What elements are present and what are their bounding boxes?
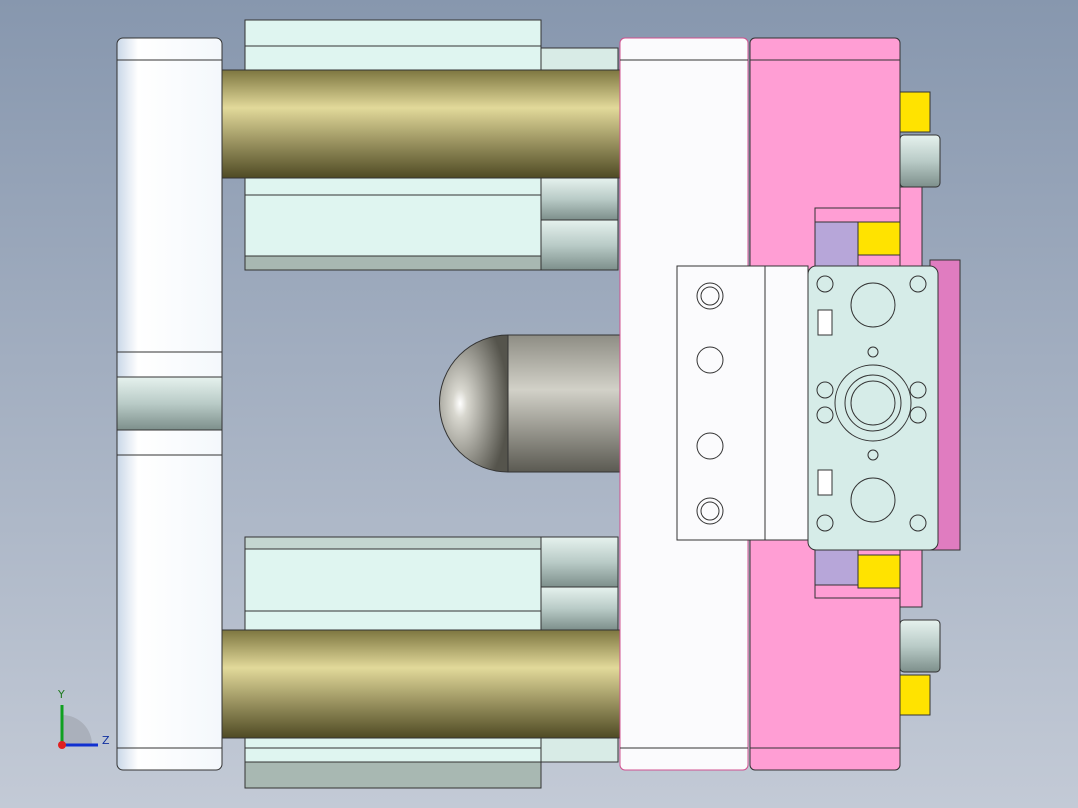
guide-bushing-bottom[interactable] <box>540 536 619 763</box>
guide-bushing-top[interactable] <box>540 47 619 271</box>
sprue-bushing[interactable] <box>439 334 623 473</box>
guide-rod-top[interactable] <box>221 69 623 179</box>
mold-insert[interactable] <box>807 265 939 551</box>
guide-rod-bottom[interactable] <box>221 629 623 739</box>
view-orientation-triad[interactable]: Y Z <box>57 688 110 749</box>
clamp-block[interactable] <box>676 265 809 541</box>
clamp-plate-left[interactable] <box>116 37 223 771</box>
triad-y-label: Y <box>57 688 65 701</box>
triad-z-label: Z <box>102 734 110 747</box>
bolt-heads <box>899 134 941 673</box>
yellow-locating-blocks <box>857 91 931 716</box>
x-axis-dot <box>58 741 66 749</box>
